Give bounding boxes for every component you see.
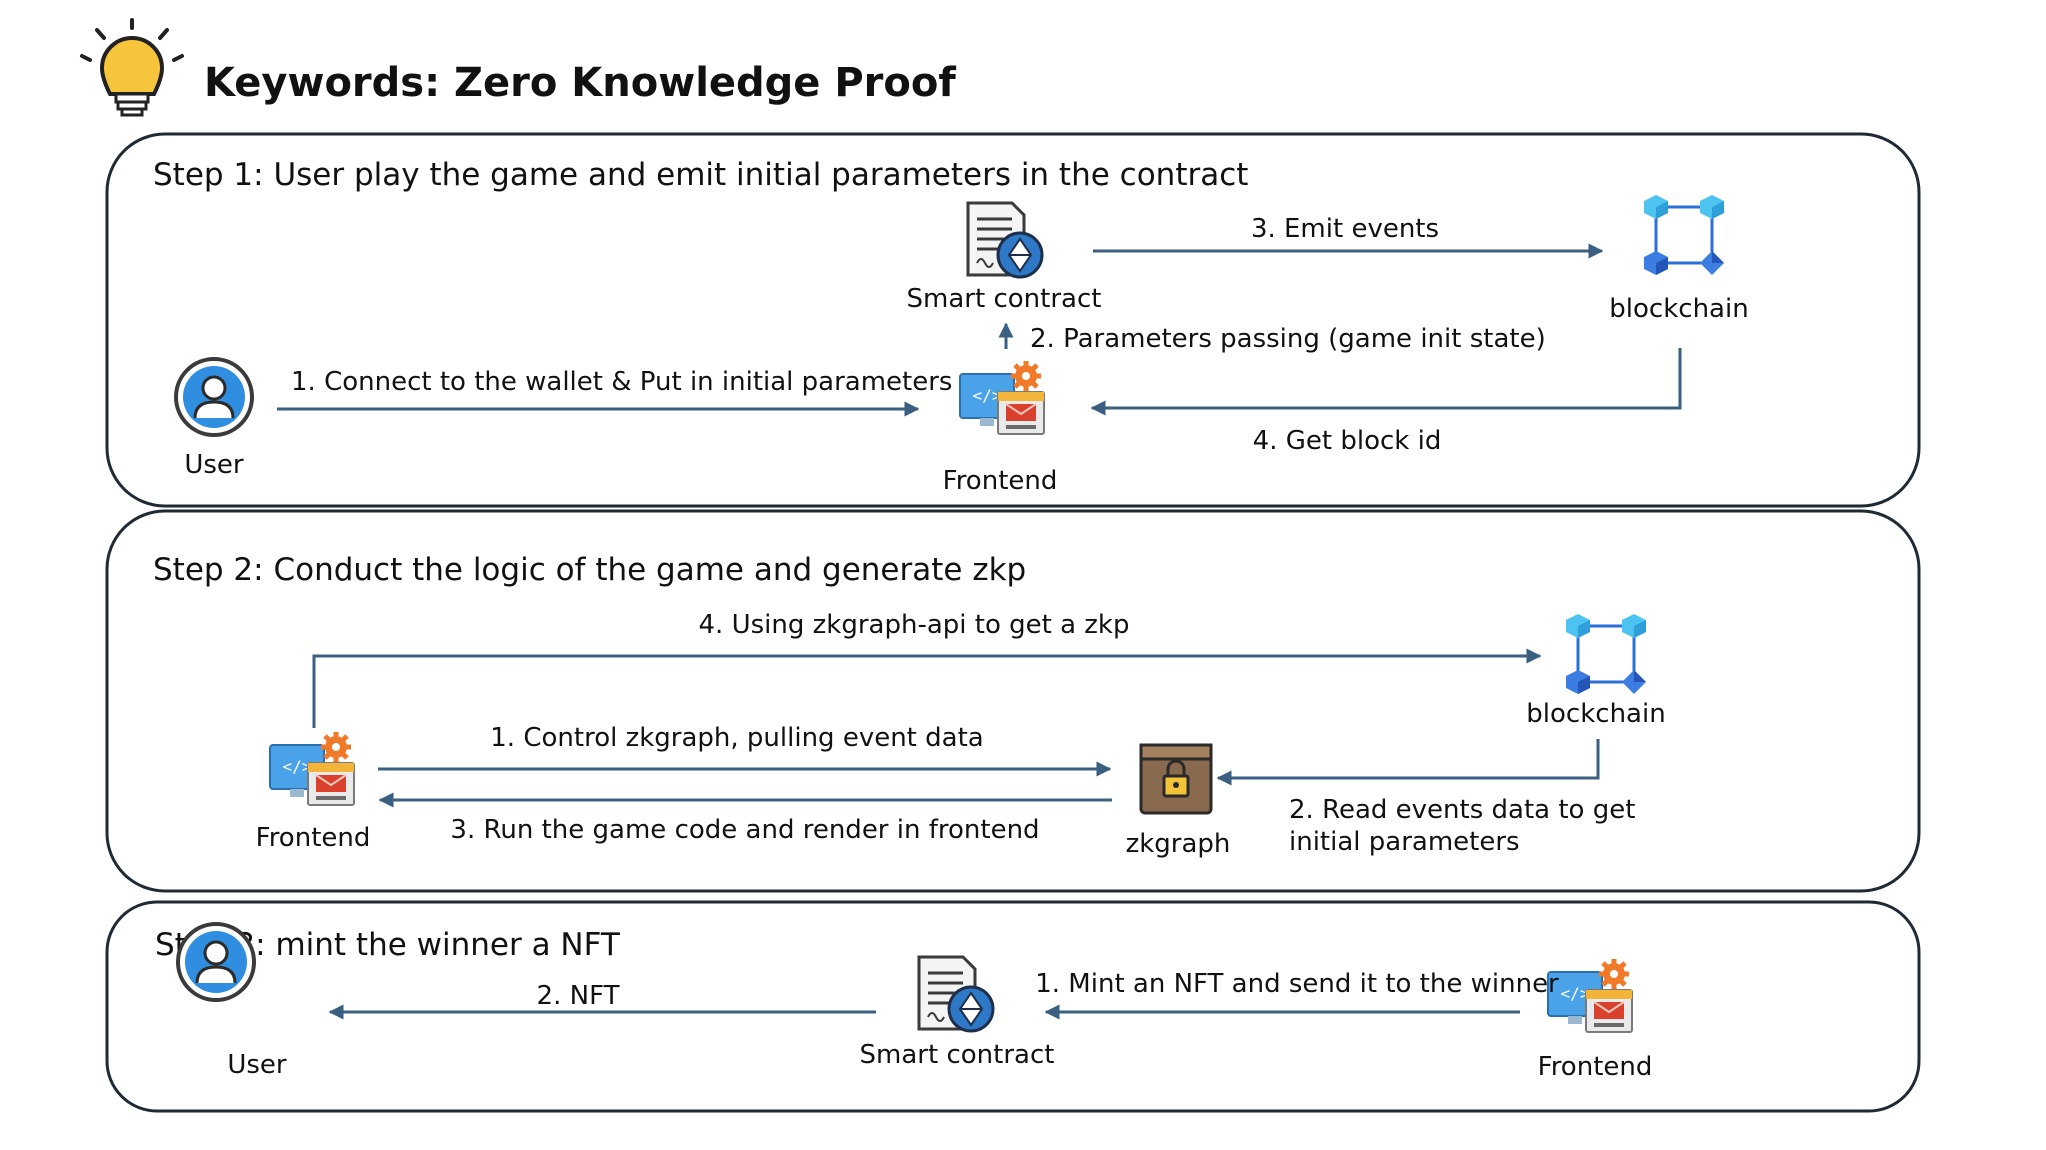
step1-user-label: User [184,450,244,480]
step3-contract-label: Smart contract [860,1040,1055,1070]
step1-title: Step 1: User play the game and emit init… [153,157,1248,193]
step2-title: Step 2: Conduct the logic of the game an… [153,552,1026,588]
locked-box-icon [1139,743,1213,815]
step2-label-render: 3. Run the game code and render in front… [450,815,1039,845]
step2-blockchain-label: blockchain [1526,699,1665,729]
step2-zkgraph-label: zkgraph [1126,829,1231,859]
step1-contract-label: Smart contract [907,284,1102,314]
lightbulb-icon [80,18,184,117]
step3-user-label: User [227,1050,287,1080]
step1-blockchain-label: blockchain [1609,294,1748,324]
step2-label-read-1: 2. Read events data to get [1289,795,1635,825]
step3-panel [105,900,1921,1113]
step2-arrow-read [1216,739,1600,786]
step1-label-emit: 3. Emit events [1251,214,1439,244]
step1-panel [105,132,1921,508]
step2-panel [105,509,1921,893]
step2-frontend-label: Frontend [256,823,371,853]
step1-arrow-blockid [1090,348,1682,416]
step1-label-params: 2. Parameters passing (game init state) [1030,324,1546,354]
step1-label-blockid: 4. Get block id [1253,426,1442,456]
user-avatar-icon [176,922,256,1002]
step3-frontend-label: Frontend [1538,1052,1653,1082]
user-avatar-icon [174,357,254,437]
page-title: Keywords: Zero Knowledge Proof [204,60,956,106]
step1-label-connect: 1. Connect to the wallet & Put in initia… [291,367,952,397]
step2-arrow-zkp [312,648,1542,728]
step3-label-mint: 1. Mint an NFT and send it to the winner [1035,969,1559,999]
step2-label-read-2: initial parameters [1289,827,1520,857]
step2-label-zkp: 4. Using zkgraph-api to get a zkp [699,610,1130,640]
step1-frontend-label: Frontend [943,466,1058,496]
step3-label-nft: 2. NFT [537,981,620,1011]
step2-label-control: 1. Control zkgraph, pulling event data [490,723,983,753]
